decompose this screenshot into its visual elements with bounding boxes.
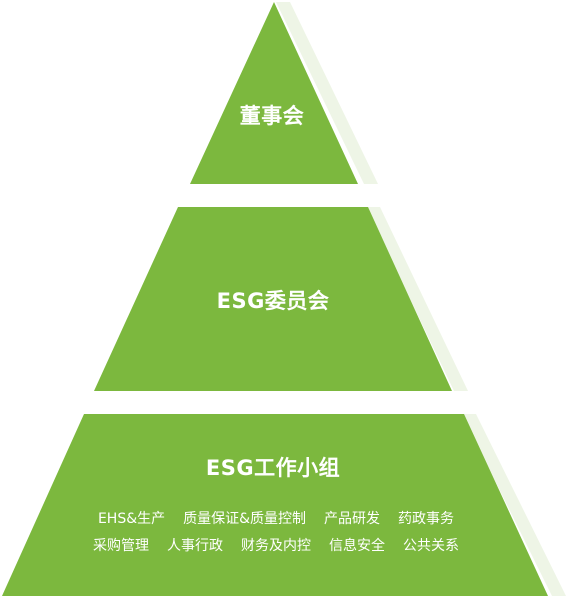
esg-committee-label: ESG委员会 [216, 289, 330, 313]
pyramid-bottom-shadow [462, 414, 566, 596]
department-item: 采购管理 [93, 538, 149, 554]
pyramid-middle-shadow [366, 207, 468, 391]
department-item: 财务及内控 [241, 538, 311, 554]
board-label: 董事会 [239, 104, 305, 128]
department-item: 信息安全 [329, 538, 385, 554]
department-item: 产品研发 [324, 511, 381, 527]
department-item: 公共关系 [403, 538, 459, 554]
pyramid-bottom-tier [2, 414, 548, 596]
department-item: 质量保证&质量控制 [183, 511, 307, 527]
pyramid-top-shadow [276, 2, 378, 184]
department-item: 人事行政 [167, 538, 223, 554]
department-row-2: 采购管理 人事行政 财务及内控 信息安全 公共关系 [84, 535, 468, 555]
department-item: 药政事务 [398, 511, 455, 527]
pyramid-top-tier [190, 2, 358, 184]
department-item: EHS&生产 [97, 511, 166, 527]
esg-working-group-label: ESG工作小组 [205, 456, 341, 480]
department-row-1: EHS&生产 质量保证&质量控制 产品研发 药政事务 [89, 508, 463, 528]
pyramid-middle-tier [94, 207, 452, 391]
